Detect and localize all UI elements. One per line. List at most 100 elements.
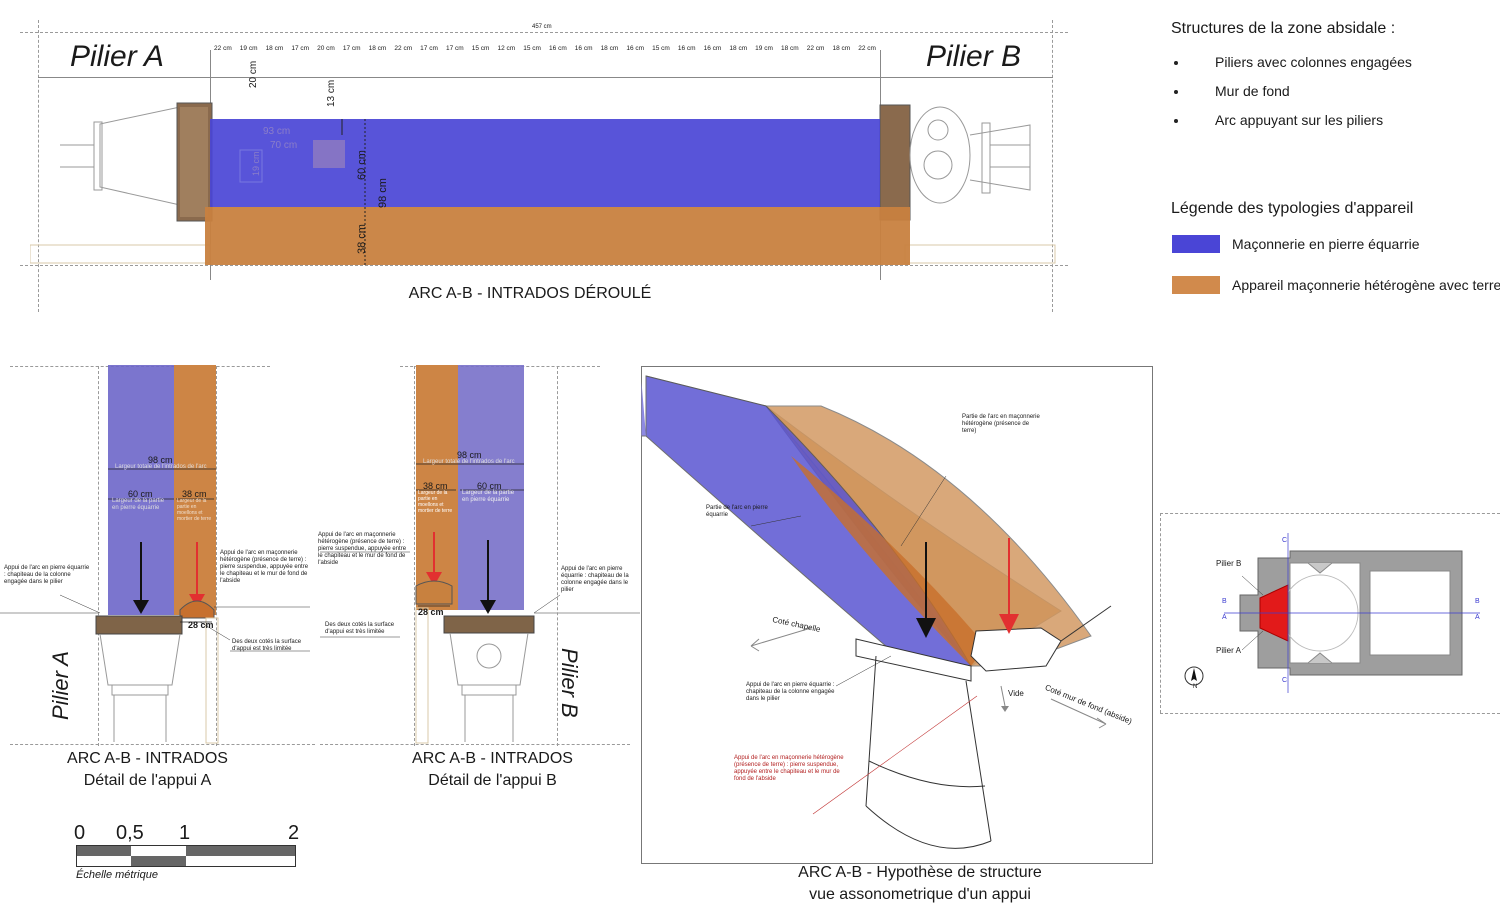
scale-tick: 1 [179, 822, 191, 844]
section-c-top: C [1282, 537, 1288, 544]
dim-38: 38 cm [423, 481, 448, 491]
segment-dimension: 16 cm [677, 45, 696, 52]
annotation-support-hetero: Appui de l'arc en maçonnerie hétérogène … [318, 532, 407, 566]
bullet [1174, 61, 1178, 65]
segment-dimension: 19 cm [755, 45, 773, 52]
segment-dimension: 17 cm [291, 45, 310, 52]
segment-dimension: 15 cm [652, 45, 670, 52]
scale-tick: 0 [74, 822, 86, 844]
frame-line [10, 744, 315, 745]
note-38: Largeur de la partie en moellons et mort… [418, 490, 453, 514]
scale-graphic [76, 845, 296, 867]
frame-line [1160, 513, 1500, 514]
zone-dressed-stone [458, 365, 524, 610]
structures-title: Structures de la zone absidale : [1171, 20, 1396, 37]
label-void: Vide [1008, 689, 1024, 698]
pillar-a-title: Pilier A [70, 40, 164, 73]
segment-dimension: 22 cm [806, 45, 825, 52]
frame-line-right [1052, 20, 1053, 312]
annotation-support-stone: Appui de l'arc en pierre équarrie : chap… [4, 565, 90, 585]
dim-28: 28 cm [188, 620, 214, 630]
segment-dimension: 22 cm [858, 45, 876, 52]
dim-38: 38 cm [356, 224, 368, 254]
frame-line [1160, 713, 1500, 714]
caption-detail-a-1: ARC A-B - INTRADOS [67, 750, 228, 767]
zone-heterogeneous [205, 207, 910, 265]
label-support-hetero: Appui de l'arc en maçonnerie hétérogène … [734, 755, 844, 782]
opening-painted [313, 140, 345, 168]
section-b-right: B [1475, 598, 1480, 605]
capital-a [95, 615, 183, 635]
frame-line [414, 366, 415, 746]
frame-line [1160, 513, 1161, 713]
note-38: Largeur de la partie en moellons et mort… [177, 498, 212, 522]
segment-dimension: 20 cm [317, 45, 335, 52]
label-stone-part: Partie de l'arc en pierre équarrie [706, 505, 768, 518]
axonometric-drawing [641, 375, 1112, 849]
plan-drawing [1184, 533, 1480, 693]
bullet [1174, 119, 1178, 123]
dim-28: 28 cm [418, 607, 444, 617]
segment-dimension: 18 cm [368, 45, 387, 52]
segment-dimension: 12 cm [497, 45, 516, 52]
segment-dimension: 18 cm [832, 45, 851, 52]
dim-98: 98 cm [457, 450, 482, 460]
scale-label: Échelle métrique [76, 869, 158, 881]
dim-19: 19 cm [251, 151, 261, 176]
arc-intrados-drawing [30, 102, 1056, 265]
legend-swatch-dressed-stone [1172, 235, 1220, 253]
dim-60: 60 cm [477, 481, 502, 491]
label-hetero-part: Partie de l'arc en maçonnerie hétérogène… [962, 414, 1040, 434]
caption-detail-b-1: ARC A-B - INTRADOS [412, 750, 573, 767]
segment-dimension: 17 cm [342, 45, 361, 52]
segment-dimension: 18 cm [780, 45, 799, 52]
segment-dimension: 16 cm [549, 45, 567, 52]
plan-pillar-b: Pilier B [1216, 559, 1242, 568]
dim-38: 38 cm [182, 489, 207, 499]
segment-dimension: 15 cm [523, 45, 541, 52]
frame-line-pillars [38, 77, 1053, 78]
frame-line [216, 366, 217, 746]
legend-label-heterogeneous: Appareil maçonnerie hétérogène avec terr… [1232, 277, 1500, 293]
caption-axo-1: ARC A-B - Hypothèse de structure [798, 864, 1042, 881]
note-60: Largeur de la partie en pierre équarrie [112, 498, 165, 511]
section-c-bottom: C [1282, 677, 1288, 684]
segment-dimension: 17 cm [420, 45, 438, 52]
note-98: Largeur totale de l'intrados de l'arc [423, 459, 515, 465]
structure-item: Mur de fond [1215, 83, 1290, 99]
segment-dimension: 19 cm [239, 45, 258, 52]
segment-dimension: 16 cm [626, 45, 645, 52]
pillar-a-label: Pilier A [48, 651, 73, 720]
zone-heterogeneous [416, 365, 458, 610]
caption-axo-2: vue assonometrique d'un appui [809, 886, 1031, 903]
segment-dimension: 15 cm [471, 45, 490, 52]
dim-70: 70 cm [270, 140, 298, 151]
segment-dimension: 17 cm [445, 45, 464, 52]
dim-60: 60 cm [128, 489, 153, 499]
section-a-left: A [1222, 614, 1227, 621]
dim-20: 20 cm [248, 60, 259, 88]
segment-dimension: 18 cm [729, 45, 748, 52]
dim-60: 60 cm [356, 150, 368, 180]
zone-heterogeneous [174, 365, 216, 615]
dim-98: 98 cm [377, 178, 389, 208]
scale-tick: 0,5 [116, 822, 144, 844]
segment-dimension: 22 cm [394, 45, 413, 52]
zone-dressed-stone [210, 119, 880, 207]
dim-13: 13 cm [326, 79, 337, 107]
frame-line [557, 366, 558, 746]
frame-line [320, 744, 630, 745]
legend-label-dressed-stone: Maçonnerie en pierre équarrie [1232, 236, 1420, 252]
detail-b-drawing [320, 365, 640, 744]
note-60: Largeur de la partie en pierre équarrie [462, 490, 515, 503]
dim-98: 98 cm [148, 455, 173, 465]
segment-dimension: 18 cm [265, 45, 284, 52]
structure-item: Piliers avec colonnes engagées [1215, 54, 1412, 70]
segment-dimension: 16 cm [574, 45, 593, 52]
capital-b [879, 104, 911, 221]
opening-small [239, 149, 263, 183]
annotation-limited-surface: Des deux cotés la surface d'appui est tr… [232, 639, 302, 652]
segment-dimension-row: 22 cm 19 cm 18 cm 17 cm 20 cm 17 cm 18 cm 22 cm… [210, 45, 880, 57]
frame-line-top [20, 32, 1068, 33]
bullet [1174, 90, 1178, 94]
